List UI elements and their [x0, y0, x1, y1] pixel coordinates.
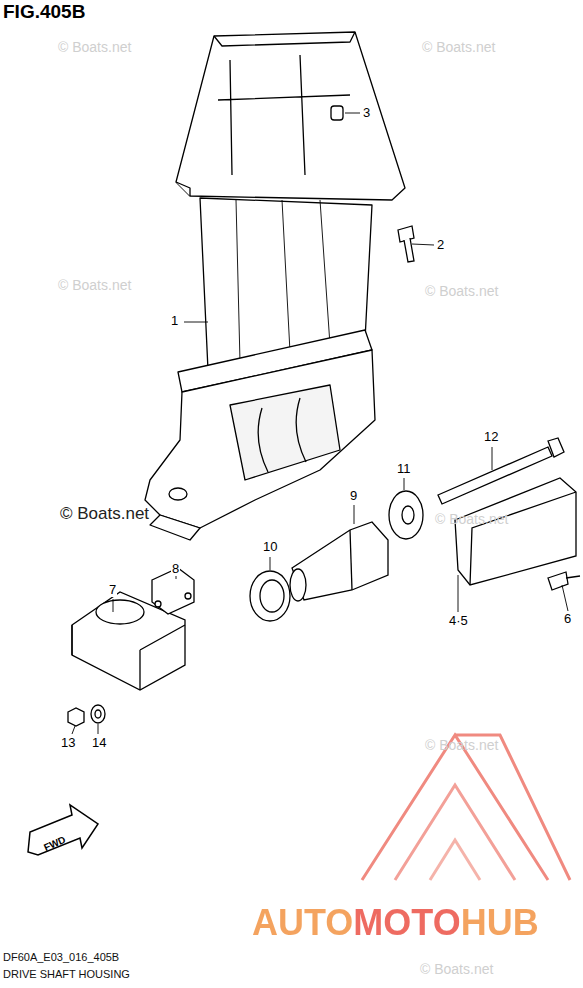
callout-number: 11: [396, 462, 412, 476]
small-parts: [28, 106, 580, 855]
callout-number: 6: [563, 612, 572, 626]
leader-lines: [72, 113, 568, 734]
callout-number: 9: [349, 489, 358, 503]
logo-mark: [362, 735, 570, 880]
callout-number: 12: [483, 430, 499, 444]
watermark: © Boats.net: [425, 738, 498, 753]
callout-number: 8: [171, 562, 180, 576]
figure-code: DF60A_E03_016_405B: [3, 951, 119, 963]
callout-number: 14: [91, 736, 107, 750]
callout-number: 2: [436, 238, 445, 252]
callout-number: 7: [108, 583, 117, 597]
callout-number: 3: [362, 106, 371, 120]
figure-title: FIG.405B: [3, 2, 85, 23]
watermark: © Boats.net: [425, 284, 498, 299]
figure-caption: DRIVE SHAFT HOUSING: [3, 968, 130, 980]
watermark: © Boats.net: [420, 962, 493, 977]
drive-shaft-housing: [145, 32, 405, 540]
watermark: © Boats.net: [58, 40, 131, 55]
watermark: © Boats.net: [60, 505, 149, 524]
callout-number: 1: [170, 314, 179, 328]
callout-number: 13: [60, 736, 76, 750]
callout-number: 4·5: [448, 614, 469, 628]
logo-text: AUTOMOTOHUB: [252, 903, 539, 943]
watermark: © Boats.net: [435, 512, 508, 527]
callout-number: 10: [262, 540, 278, 554]
watermark: © Boats.net: [58, 278, 131, 293]
watermark: © Boats.net: [422, 40, 495, 55]
